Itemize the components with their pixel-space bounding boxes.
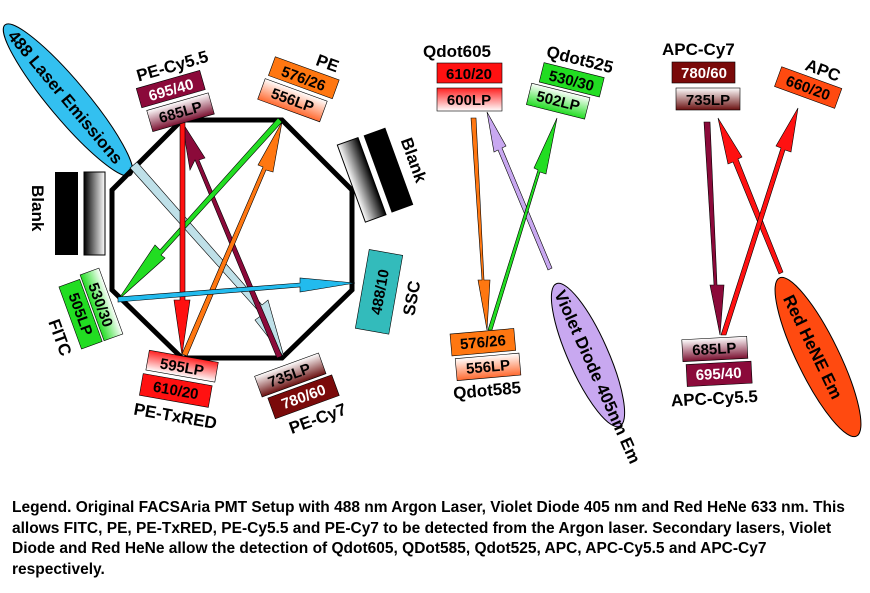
ssc-label: SSC [400, 279, 425, 317]
qdot585-longpass: 556LP [465, 357, 511, 378]
qdot585-bandpass: 576/26 [459, 332, 506, 353]
violet-diode-laser: Violet Diode 405nm Em [550, 282, 644, 467]
ssc-detector: 488/10 SSC [354, 249, 425, 335]
violet-laser-label: Violet Diode 405nm Em [550, 287, 644, 466]
apccy7-path-arrow [703, 121, 725, 336]
pecy7-detector: 735LP 780/60 PE-Cy7 [254, 352, 349, 438]
apccy55-bandpass: 695/40 [695, 365, 742, 384]
ssc-path-arrow [117, 277, 356, 303]
qdot605-label: Qdot605 [423, 42, 491, 61]
violet-laser-path-arrow [486, 111, 553, 271]
qdot585-detector: 576/26 556LP Qdot585 [449, 328, 522, 403]
blank-left-label: Blank [28, 185, 47, 232]
apccy7-label: APC-Cy7 [662, 40, 735, 59]
laser-488-label: 488 Laser Emissions [4, 27, 127, 168]
octagon-detector-array [109, 117, 355, 361]
qdot605-path-arrow [470, 117, 491, 331]
petxred-detector: 595LP 610/20 PE-TxRED [132, 349, 219, 433]
petxred-path-arrow [173, 121, 191, 356]
qdot525-path-arrow [487, 117, 558, 331]
qdot605-detector: Qdot605 610/20 600LP [423, 42, 503, 112]
apccy7-bandpass: 780/60 [681, 65, 727, 82]
apc-detector: APC 660/20 [774, 55, 843, 109]
apccy7-longpass: 735LP [686, 92, 730, 109]
apccy7-detector: APC-Cy7 780/60 735LP [662, 40, 741, 111]
qdot605-longpass: 600LP [447, 92, 491, 109]
figure-legend: Legend. Original FACSAria PMT Setup with… [12, 499, 845, 578]
red-laser-path-arrow [717, 117, 784, 275]
apc-path-arrow [720, 107, 799, 336]
apccy55-longpass: 685LP [692, 340, 737, 359]
apccy55-label: APC-Cy5.5 [670, 387, 758, 411]
apccy55-detector: 685LP 695/40 APC-Cy5.5 [670, 336, 758, 411]
violet-light-paths [470, 111, 558, 331]
pe-path-arrow [181, 121, 283, 357]
qdot605-bandpass: 610/20 [446, 66, 492, 83]
fitc-path-arrow [117, 117, 283, 301]
laser-488-emissions: 488 Laser Emissions [2, 23, 134, 177]
pe-detector: PE 576/26 556LP [257, 51, 341, 123]
fitc-label: FITC [44, 317, 75, 359]
qdot585-label: Qdot585 [452, 378, 521, 403]
red-light-paths [703, 107, 799, 336]
argon-light-paths [117, 117, 356, 359]
qdot525-detector: Qdot525 530/30 502LP [526, 42, 615, 120]
red-hene-laser: Red HeNE Em [774, 276, 862, 438]
blank-left-filter: Blank [28, 171, 106, 256]
